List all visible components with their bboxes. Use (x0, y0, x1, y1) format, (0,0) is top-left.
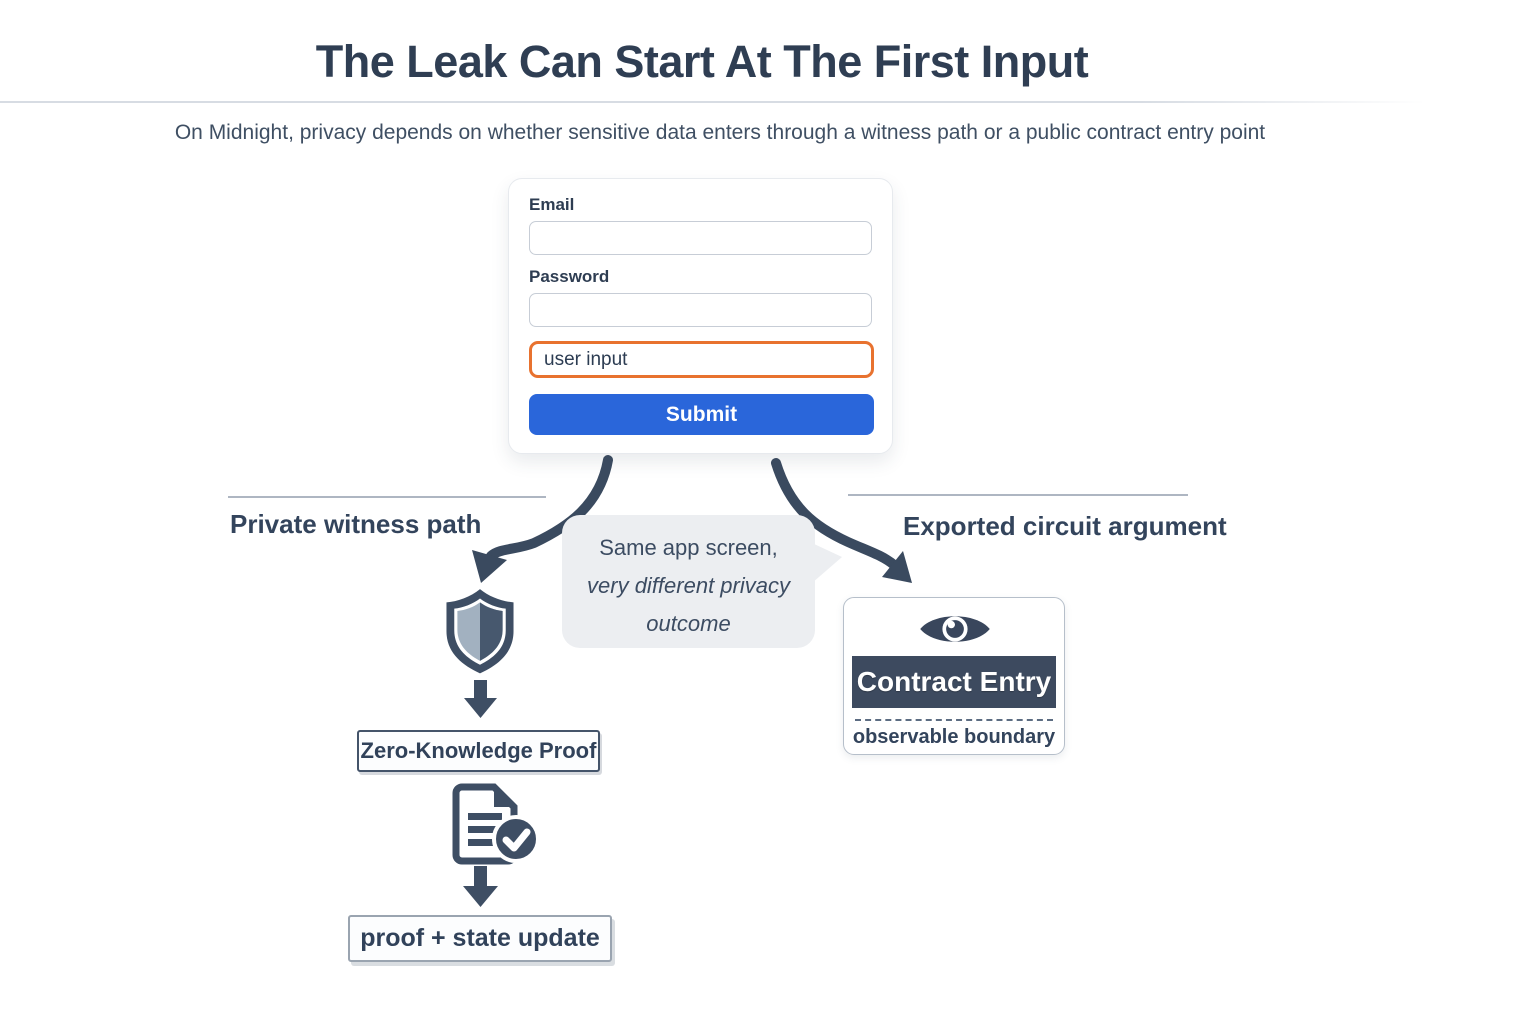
page-title: The Leak Can Start At The First Input (315, 36, 1089, 87)
user-input-field[interactable] (529, 341, 874, 378)
arrow-doc-to-result (463, 866, 498, 907)
arrow-to-contract-entry (771, 458, 912, 583)
arrow-to-witness-path (472, 455, 613, 583)
email-label: Email (529, 195, 575, 214)
contract-entry-card: Contract Entry observable boundary (843, 597, 1065, 755)
contract-entry-bar: Contract Entry (852, 656, 1056, 708)
observable-boundary-dashed-line (855, 719, 1053, 721)
document-check-icon (452, 783, 540, 865)
proof-state-update-box: proof + state update (348, 915, 612, 962)
zero-knowledge-proof-box: Zero-Knowledge Proof (357, 730, 600, 772)
eye-icon (920, 616, 990, 642)
submit-button[interactable]: Submit (529, 394, 874, 435)
arrow-shield-to-zk (464, 680, 497, 718)
password-label: Password (529, 267, 610, 286)
callout-bubble-tail (812, 543, 842, 583)
page-subtitle: On Midnight, privacy depends on whether … (174, 121, 1266, 144)
observable-boundary-label: observable boundary (852, 726, 1056, 748)
title-divider (0, 101, 1425, 103)
exported-circuit-argument-label: Exported circuit argument (903, 511, 1227, 541)
private-witness-path-label: Private witness path (230, 509, 482, 539)
login-form-card: Email Password Submit (508, 178, 893, 454)
password-field[interactable] (529, 293, 872, 327)
right-branch-divider (848, 494, 1188, 496)
shield-icon (446, 589, 514, 674)
email-field[interactable] (529, 221, 872, 255)
left-branch-divider (228, 496, 546, 498)
callout-text: Same app screen, very different privacy … (587, 535, 790, 636)
callout-bubble: Same app screen, very different privacy … (562, 515, 815, 648)
